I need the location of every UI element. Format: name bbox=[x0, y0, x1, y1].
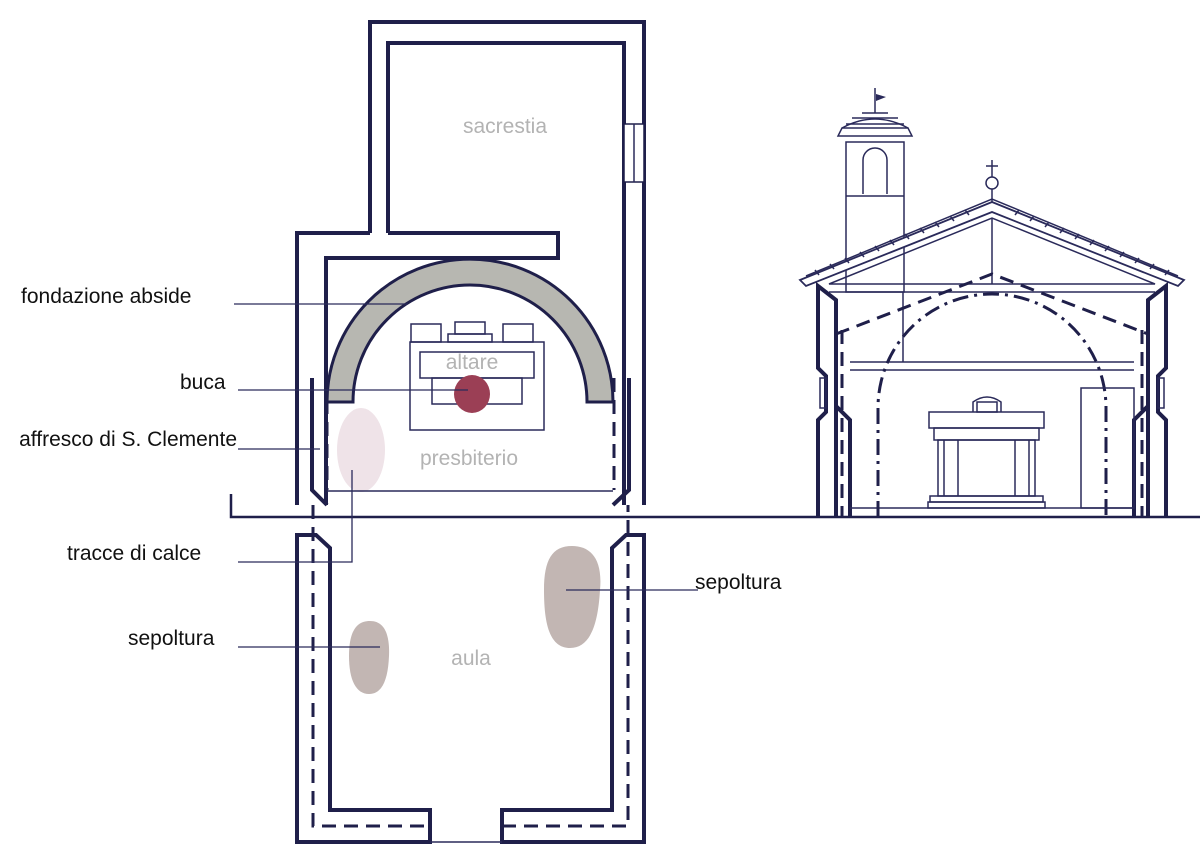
old-roof-dashed bbox=[835, 272, 1149, 336]
label-fondazione-abside: fondazione abside bbox=[21, 285, 191, 308]
weather-vane-icon bbox=[876, 94, 886, 101]
hole-marker bbox=[454, 375, 490, 413]
apse-arch-dashed bbox=[876, 292, 1108, 517]
room-label-presbiterio: presbiterio bbox=[420, 447, 518, 470]
altar-elevation bbox=[927, 396, 1046, 509]
sacristy-outer-wall bbox=[368, 20, 646, 505]
leader-tracce-calce bbox=[238, 470, 353, 563]
label-sepoltura-right: sepoltura bbox=[695, 571, 782, 594]
burial-left-shape bbox=[349, 621, 390, 694]
ground-line bbox=[229, 494, 1200, 519]
section-inner-wall-left bbox=[834, 300, 852, 517]
label-affresco: affresco di S. Clemente bbox=[19, 428, 237, 451]
apse-foundation-arch bbox=[325, 257, 615, 404]
nave-dashed-line bbox=[311, 505, 630, 828]
burial-right-shape bbox=[544, 546, 601, 648]
roof bbox=[798, 160, 1186, 293]
cross-icon bbox=[985, 160, 999, 202]
room-label-aula: aula bbox=[451, 647, 491, 670]
presbytery-wall-left bbox=[310, 378, 329, 507]
nave-wall-left bbox=[295, 533, 432, 844]
fresco-area bbox=[337, 408, 385, 492]
label-buca: buca bbox=[180, 371, 226, 394]
floor-plan: sacrestia altare presbiterio aula fondaz… bbox=[19, 20, 1200, 844]
nave-wall-right bbox=[500, 533, 646, 844]
presbytery-wall-right bbox=[611, 378, 631, 507]
side-window-left bbox=[819, 377, 827, 409]
section-elevation bbox=[798, 88, 1186, 517]
label-sepoltura-left: sepoltura bbox=[128, 627, 215, 650]
room-label-sacrestia: sacrestia bbox=[463, 115, 547, 138]
side-door bbox=[1080, 387, 1135, 509]
sacristy-inner-wall bbox=[386, 41, 626, 505]
section-wall-left bbox=[816, 281, 838, 517]
section-wall-right bbox=[1146, 281, 1168, 517]
label-tracce-calce: tracce di calce bbox=[67, 542, 201, 565]
room-label-altare: altare bbox=[446, 351, 499, 374]
side-window-right bbox=[1157, 377, 1165, 409]
sacristy-partition-wall bbox=[295, 231, 560, 505]
